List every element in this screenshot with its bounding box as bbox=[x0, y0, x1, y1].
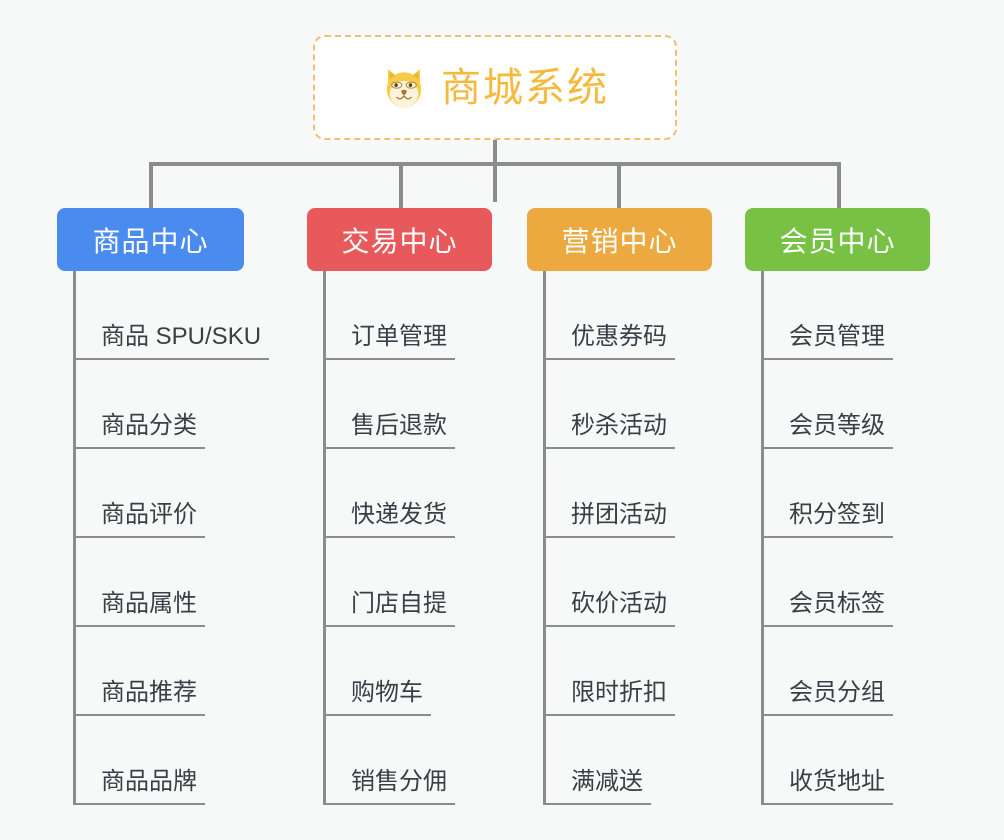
leaf-label: 砍价活动 bbox=[543, 592, 675, 627]
connector-drop-1 bbox=[149, 162, 153, 208]
list-item[interactable]: 积分签到 bbox=[761, 449, 1004, 538]
leaf-label: 商品分类 bbox=[73, 414, 205, 449]
leaf-label: 销售分佣 bbox=[323, 770, 455, 805]
category-column-marketing: 营销中心 优惠券码 秒杀活动 拼团活动 砍价活动 限时折扣 满减送 bbox=[527, 208, 817, 805]
shiba-dog-face-icon bbox=[381, 65, 427, 111]
connector-horizontal-bus bbox=[149, 162, 841, 166]
list-item[interactable]: 优惠券码 bbox=[543, 271, 817, 360]
leaf-label: 商品品牌 bbox=[73, 770, 205, 805]
list-item[interactable]: 会员分组 bbox=[761, 627, 1004, 716]
list-item[interactable]: 砍价活动 bbox=[543, 538, 817, 627]
list-item[interactable]: 商品 SPU/SKU bbox=[73, 271, 357, 360]
list-item[interactable]: 门店自提 bbox=[323, 538, 597, 627]
leaf-label: 会员标签 bbox=[761, 592, 893, 627]
category-header-member[interactable]: 会员中心 bbox=[745, 208, 930, 271]
list-item[interactable]: 限时折扣 bbox=[543, 627, 817, 716]
leaf-label: 会员分组 bbox=[761, 681, 893, 716]
root-title: 商城系统 bbox=[441, 65, 609, 110]
leaf-label: 优惠券码 bbox=[543, 325, 675, 360]
leaf-list-product: 商品 SPU/SKU 商品分类 商品评价 商品属性 商品推荐 商品品牌 bbox=[73, 271, 357, 805]
leaf-label: 门店自提 bbox=[323, 592, 455, 627]
leaf-label: 会员管理 bbox=[761, 325, 893, 360]
category-column-product: 商品中心 商品 SPU/SKU 商品分类 商品评价 商品属性 商品推荐 商品品牌 bbox=[57, 208, 357, 805]
leaf-label: 积分签到 bbox=[761, 503, 893, 538]
list-item[interactable]: 收货地址 bbox=[761, 716, 1004, 805]
leaf-label: 购物车 bbox=[323, 681, 431, 716]
connector-drop-3 bbox=[617, 162, 621, 208]
leaf-label: 商品评价 bbox=[73, 503, 205, 538]
category-header-marketing[interactable]: 营销中心 bbox=[527, 208, 712, 271]
category-column-trade: 交易中心 订单管理 售后退款 快递发货 门店自提 购物车 销售分佣 bbox=[307, 208, 597, 805]
list-item[interactable]: 快递发货 bbox=[323, 449, 597, 538]
leaf-label: 会员等级 bbox=[761, 414, 893, 449]
leaf-label: 拼团活动 bbox=[543, 503, 675, 538]
list-item[interactable]: 秒杀活动 bbox=[543, 360, 817, 449]
leaf-label: 秒杀活动 bbox=[543, 414, 675, 449]
list-item[interactable]: 商品推荐 bbox=[73, 627, 357, 716]
leaf-label: 满减送 bbox=[543, 770, 651, 805]
connector-root-stem bbox=[493, 140, 497, 202]
list-item[interactable]: 商品属性 bbox=[73, 538, 357, 627]
list-item[interactable]: 销售分佣 bbox=[323, 716, 597, 805]
leaf-label: 商品 SPU/SKU bbox=[73, 325, 270, 360]
leaf-label: 商品属性 bbox=[73, 592, 205, 627]
list-item[interactable]: 满减送 bbox=[543, 716, 817, 805]
leaf-label: 收货地址 bbox=[761, 770, 893, 805]
list-item[interactable]: 购物车 bbox=[323, 627, 597, 716]
connector-drop-4 bbox=[837, 162, 841, 208]
category-header-product[interactable]: 商品中心 bbox=[57, 208, 244, 271]
list-item[interactable]: 商品品牌 bbox=[73, 716, 357, 805]
list-item[interactable]: 会员管理 bbox=[761, 271, 1004, 360]
leaf-label: 快递发货 bbox=[323, 503, 455, 538]
leaf-label: 限时折扣 bbox=[543, 681, 675, 716]
list-item[interactable]: 订单管理 bbox=[323, 271, 597, 360]
leaf-list-member: 会员管理 会员等级 积分签到 会员标签 会员分组 收货地址 bbox=[761, 271, 1004, 805]
list-item[interactable]: 会员标签 bbox=[761, 538, 1004, 627]
category-label: 交易中心 bbox=[341, 225, 458, 257]
category-label: 会员中心 bbox=[779, 225, 896, 257]
category-header-trade[interactable]: 交易中心 bbox=[307, 208, 492, 271]
category-label: 营销中心 bbox=[561, 225, 678, 257]
leaf-label: 商品推荐 bbox=[73, 681, 205, 716]
leaf-list-trade: 订单管理 售后退款 快递发货 门店自提 购物车 销售分佣 bbox=[323, 271, 597, 805]
category-label: 商品中心 bbox=[92, 225, 209, 257]
list-item[interactable]: 售后退款 bbox=[323, 360, 597, 449]
connector-drop-2 bbox=[399, 162, 403, 208]
root-node[interactable]: 商城系统 bbox=[313, 35, 677, 140]
leaf-label: 售后退款 bbox=[323, 414, 455, 449]
leaf-label: 订单管理 bbox=[323, 325, 455, 360]
list-item[interactable]: 拼团活动 bbox=[543, 449, 817, 538]
category-column-member: 会员中心 会员管理 会员等级 积分签到 会员标签 会员分组 收货地址 bbox=[745, 208, 1004, 805]
list-item[interactable]: 会员等级 bbox=[761, 360, 1004, 449]
list-item[interactable]: 商品评价 bbox=[73, 449, 357, 538]
list-item[interactable]: 商品分类 bbox=[73, 360, 357, 449]
leaf-list-marketing: 优惠券码 秒杀活动 拼团活动 砍价活动 限时折扣 满减送 bbox=[543, 271, 817, 805]
